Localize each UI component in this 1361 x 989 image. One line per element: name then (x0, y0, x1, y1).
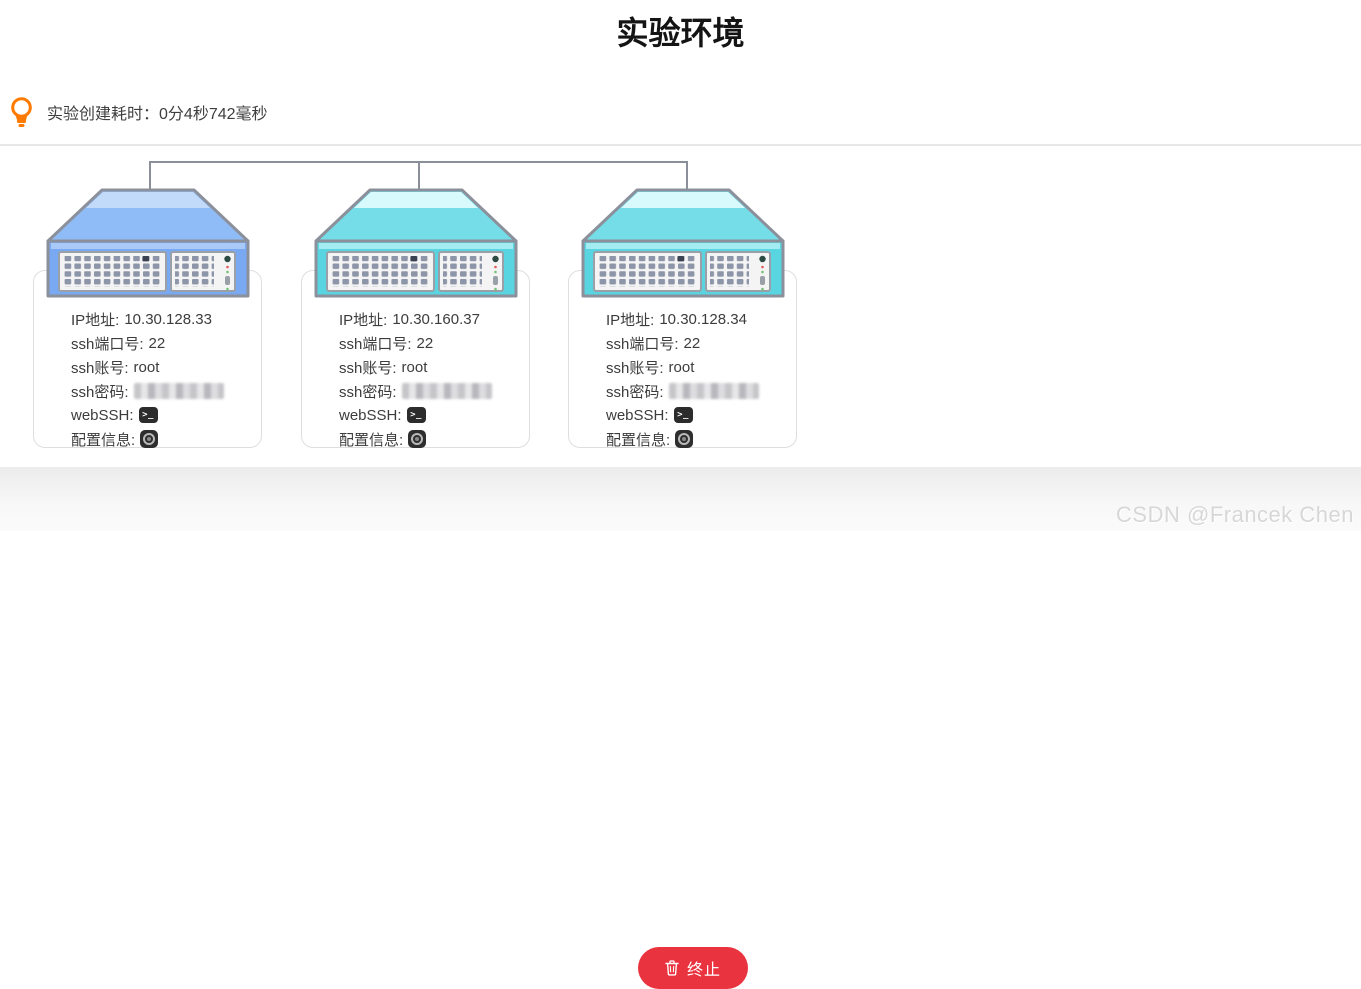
ssh-port-label: ssh端口号: (339, 333, 412, 354)
ssh-user-label: ssh账号: (606, 357, 664, 378)
ip-label: IP地址: (606, 309, 654, 330)
ssh-user-label: ssh账号: (71, 357, 129, 378)
webssh-label: webSSH: (339, 407, 402, 424)
topology-drop-line-1 (149, 161, 151, 189)
divider-line (0, 144, 1361, 146)
ssh-port-label: ssh端口号: (606, 333, 679, 354)
page-title: 实验环境 (0, 8, 1361, 54)
topology-drop-line-2 (418, 161, 420, 189)
webssh-label: webSSH: (71, 407, 134, 424)
server-icon (313, 186, 519, 299)
ssh-user-value: root (402, 359, 428, 376)
ssh-password-label: ssh密码: (339, 381, 397, 402)
config-label: 配置信息: (339, 429, 403, 450)
config-gear-icon[interactable] (140, 430, 158, 448)
ssh-password-label: ssh密码: (606, 381, 664, 402)
webssh-terminal-icon[interactable]: >_ (674, 407, 693, 423)
ip-label: IP地址: (71, 309, 119, 330)
ssh-user-label: ssh账号: (339, 357, 397, 378)
creation-time-value: 0分4秒742毫秒 (159, 100, 268, 124)
ip-value: 10.30.128.34 (659, 311, 747, 328)
ssh-port-value: 22 (149, 335, 166, 352)
topology-drop-line-3 (686, 161, 688, 189)
ssh-password-masked (669, 383, 759, 399)
ip-value: 10.30.128.33 (124, 311, 212, 328)
watermark: CSDN @Francek Chen (1116, 502, 1354, 528)
server-node-2: IP地址: 10.30.160.37 ssh端口号: 22 ssh账号: root s… (301, 186, 531, 448)
ssh-port-value: 22 (684, 335, 701, 352)
ip-label: IP地址: (339, 309, 387, 330)
webssh-terminal-icon[interactable]: >_ (139, 407, 158, 423)
ssh-password-label: ssh密码: (71, 381, 129, 402)
ssh-port-label: ssh端口号: (71, 333, 144, 354)
config-label: 配置信息: (606, 429, 670, 450)
ip-value: 10.30.160.37 (392, 311, 480, 328)
ssh-user-value: root (669, 359, 695, 376)
server-node-3: IP地址: 10.30.128.34 ssh端口号: 22 ssh账号: root s… (568, 186, 798, 448)
server-icon (580, 186, 786, 299)
terminate-button[interactable]: 终止 (638, 947, 748, 989)
webssh-terminal-icon[interactable]: >_ (407, 407, 426, 423)
server-icon (45, 186, 251, 299)
terminate-button-label: 终止 (687, 956, 721, 980)
creation-time-row: 实验创建耗时： 0分4秒742毫秒 (10, 94, 268, 130)
config-gear-icon[interactable] (408, 430, 426, 448)
webssh-label: webSSH: (606, 407, 669, 424)
ssh-password-masked (402, 383, 492, 399)
ssh-port-value: 22 (417, 335, 434, 352)
lightbulb-icon (10, 96, 33, 129)
trash-icon (665, 960, 679, 976)
config-label: 配置信息: (71, 429, 135, 450)
creation-time-label: 实验创建耗时： (47, 100, 159, 124)
server-node-1: IP地址: 10.30.128.33 ssh端口号: 22 ssh账号: root s… (33, 186, 263, 448)
config-gear-icon[interactable] (675, 430, 693, 448)
ssh-password-masked (134, 383, 224, 399)
ssh-user-value: root (134, 359, 160, 376)
